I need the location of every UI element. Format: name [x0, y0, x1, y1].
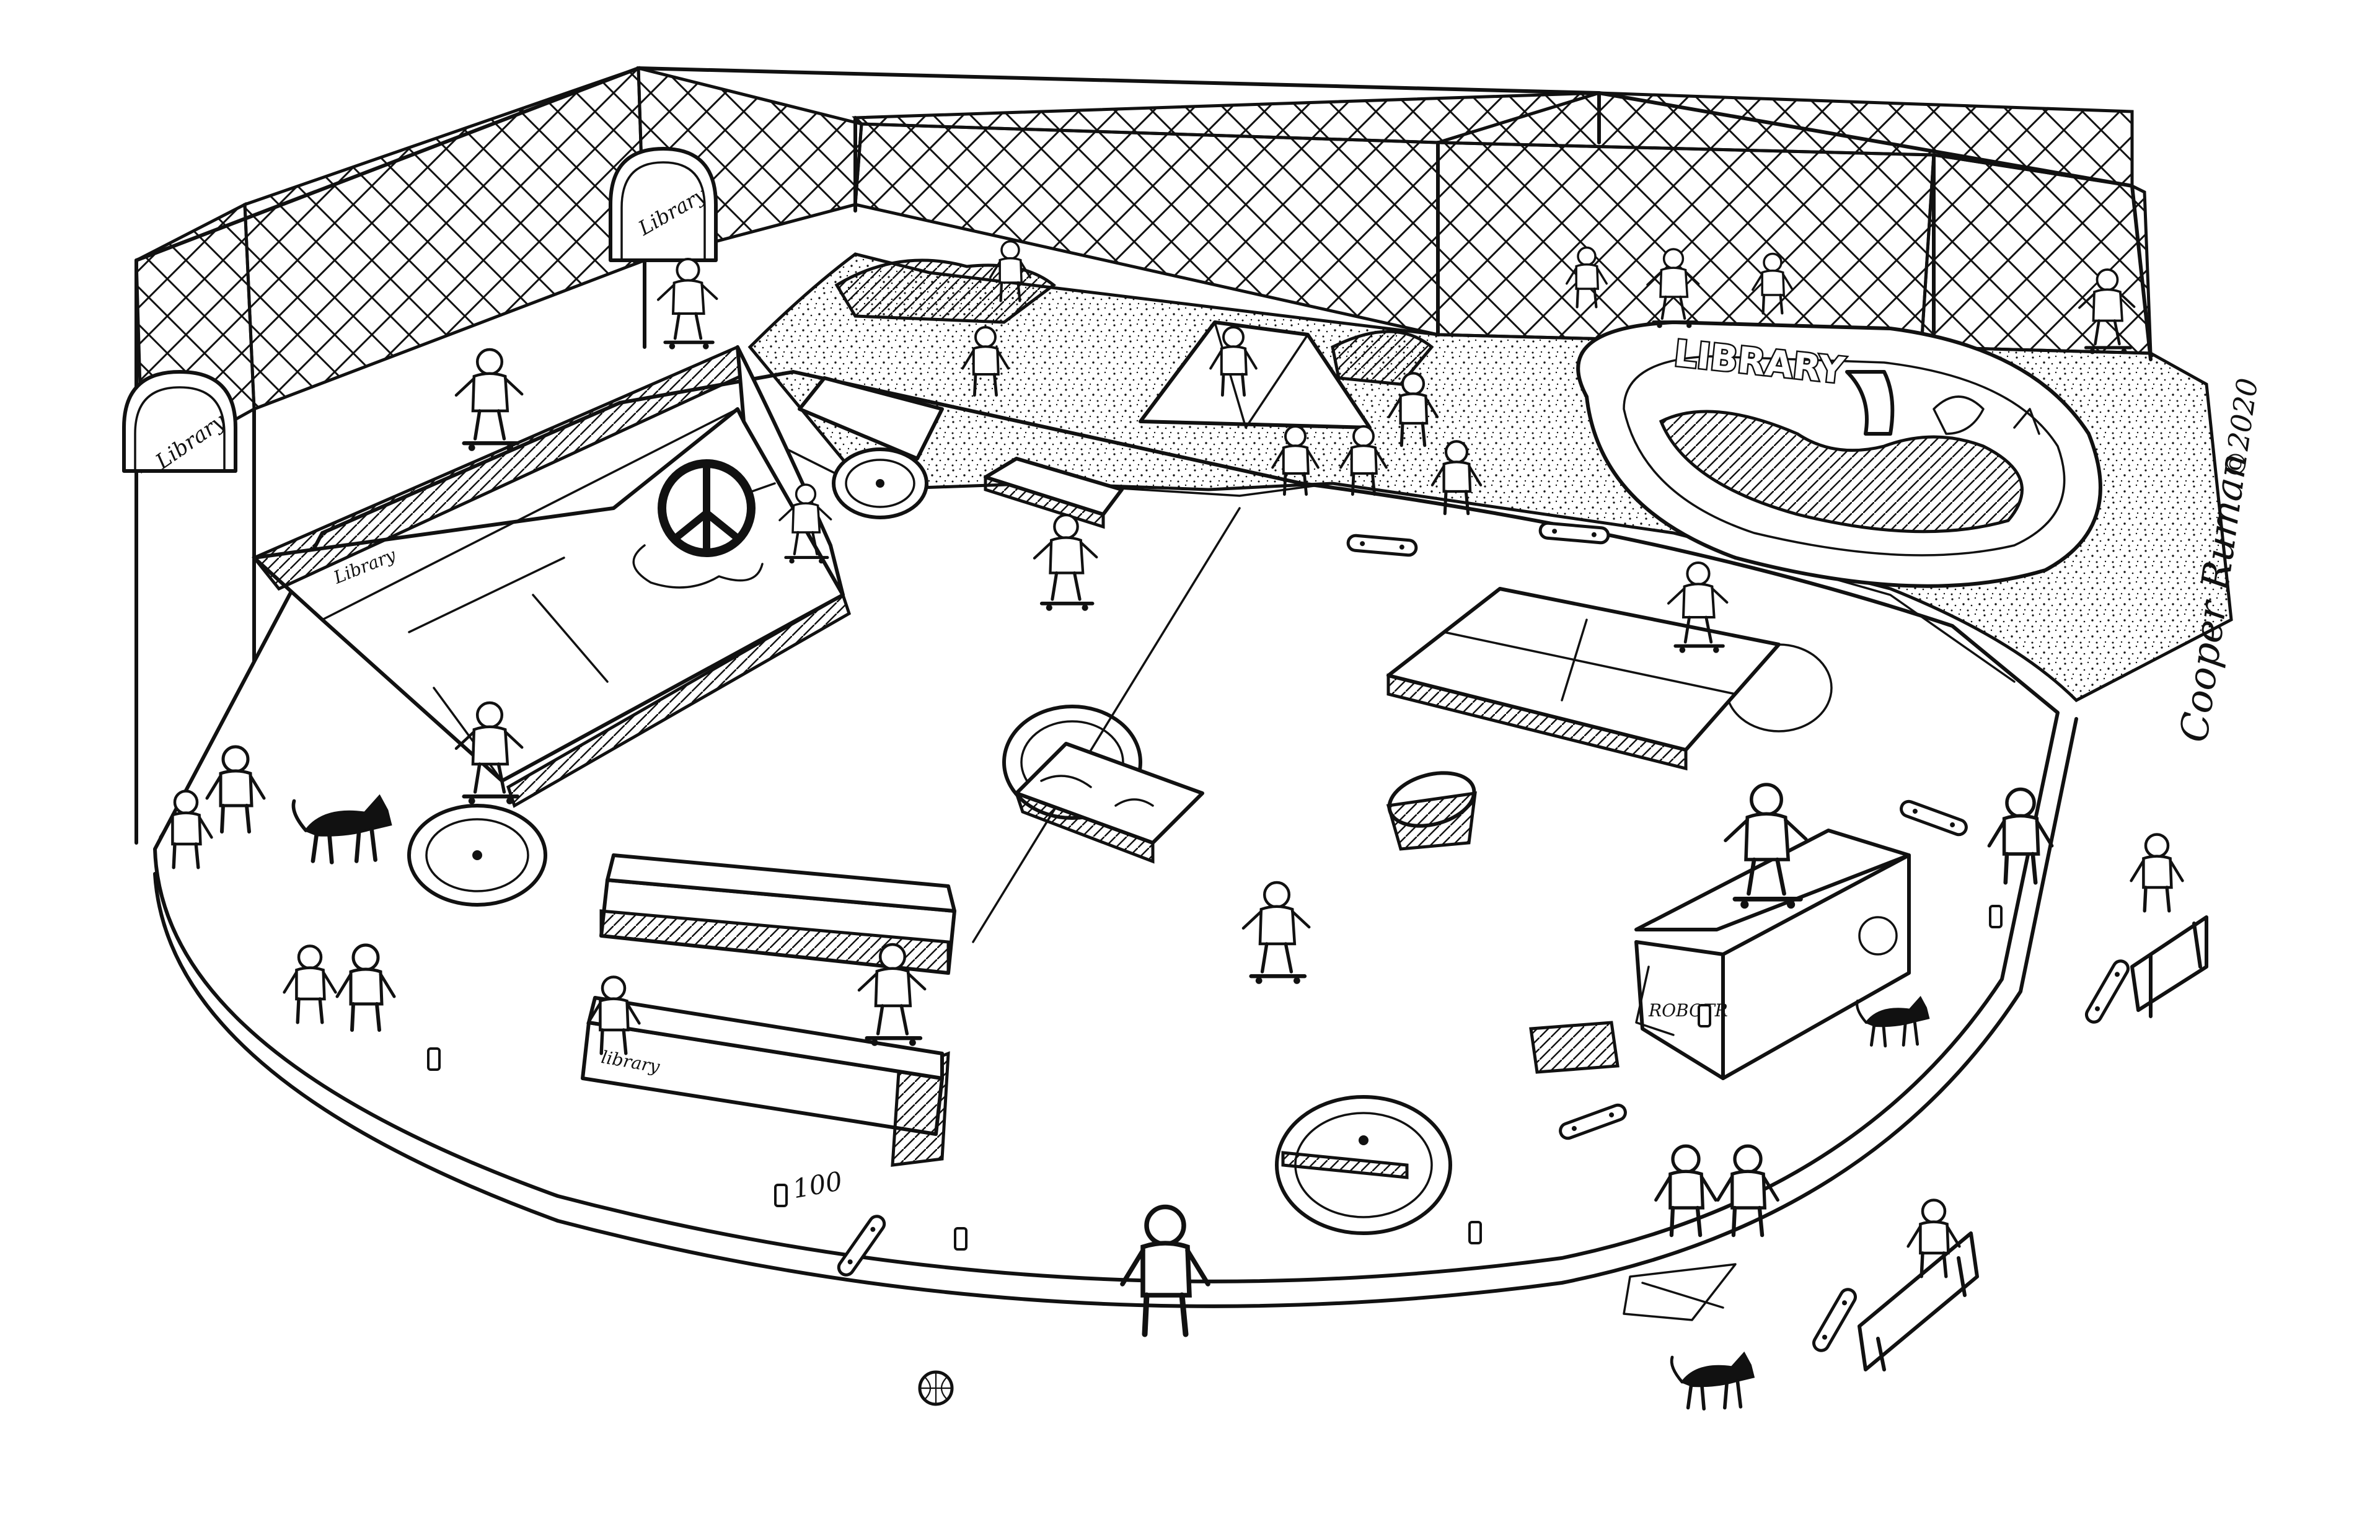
quarter-pipe-wall: Library — [252, 345, 852, 808]
box-tag: ROBOTR — [1648, 1000, 1728, 1021]
bench-right — [2130, 915, 2208, 1018]
small-bench — [984, 457, 1124, 529]
ledge-left-upper — [599, 853, 956, 975]
bench-lower-right — [1858, 1231, 1979, 1371]
chainlink-fence — [134, 66, 2153, 845]
fence-gate-left: Library — [122, 370, 237, 475]
trash-can — [1386, 771, 1477, 851]
center-box — [1013, 742, 1204, 864]
big-box-right: ROBOTR — [1634, 829, 1911, 1080]
drain-grate — [1281, 1021, 1620, 1179]
signature-year: ©2020 — [2217, 376, 2264, 481]
ledge-left-lower: library — [581, 996, 950, 1167]
fence-gate-middle: Library — [609, 147, 718, 262]
kicker-ramp — [798, 376, 944, 460]
peace-sign-icon — [632, 459, 764, 589]
skate-bowl: LIBRARY — [1576, 320, 2102, 588]
funbox-right — [1386, 587, 1781, 771]
dog-icon — [1672, 1353, 1753, 1409]
basketball-icon — [918, 1370, 954, 1406]
